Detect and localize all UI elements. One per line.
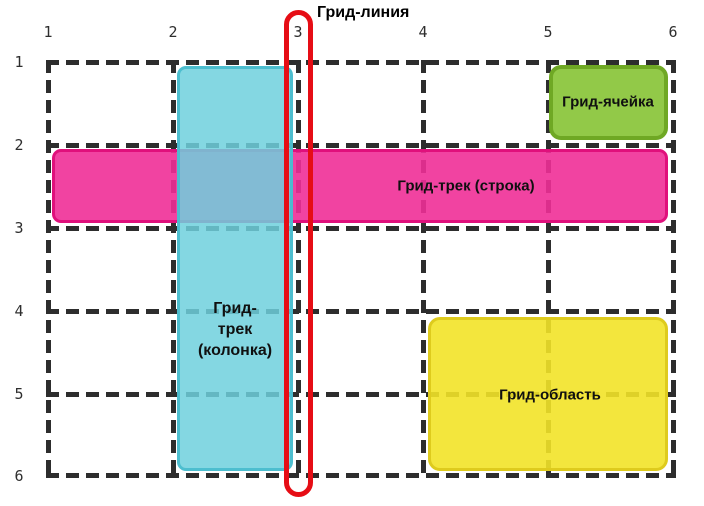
grid-horizontal-line-3 <box>45 225 676 231</box>
column-line-number-4: 4 <box>418 23 428 41</box>
grid-vertical-line-4 <box>420 59 426 478</box>
column-line-number-1: 1 <box>43 23 53 41</box>
grid-line-highlight-outline <box>284 10 313 497</box>
grid-column-track-label: Грид- трек (колонка) <box>197 299 273 359</box>
grid-area-shape <box>428 317 668 471</box>
grid-horizontal-line-6 <box>45 472 676 478</box>
row-line-number-4: 4 <box>14 302 24 320</box>
grid-column-track-shape <box>177 66 293 471</box>
grid-horizontal-line-1 <box>45 59 676 65</box>
grid-horizontal-line-4 <box>45 308 676 314</box>
grid-area-label: Грид-область <box>499 386 601 404</box>
grid-vertical-line-3 <box>295 59 301 478</box>
row-line-number-6: 6 <box>14 467 24 485</box>
row-line-number-1: 1 <box>14 53 24 71</box>
column-line-number-3: 3 <box>293 23 303 41</box>
grid-vertical-line-5 <box>545 59 551 478</box>
grid-horizontal-line-2 <box>45 142 676 148</box>
grid-horizontal-line-5 <box>45 391 676 397</box>
column-line-number-6: 6 <box>668 23 678 41</box>
row-line-number-2: 2 <box>14 136 24 154</box>
row-line-number-3: 3 <box>14 219 24 237</box>
grid-row-track-shape <box>52 149 668 223</box>
grid-vertical-line-2 <box>170 59 176 478</box>
column-line-number-2: 2 <box>168 23 178 41</box>
grid-cell-label: Грид-ячейка <box>562 93 654 111</box>
diagram-title: Грид-линия <box>317 4 410 21</box>
column-line-number-5: 5 <box>543 23 553 41</box>
grid-cell-shape <box>549 65 668 140</box>
grid-row-track-label: Грид-трек (строка) <box>397 177 535 195</box>
grid-vertical-line-6 <box>670 59 676 478</box>
grid-vertical-line-1 <box>45 59 51 478</box>
row-line-number-5: 5 <box>14 385 24 403</box>
